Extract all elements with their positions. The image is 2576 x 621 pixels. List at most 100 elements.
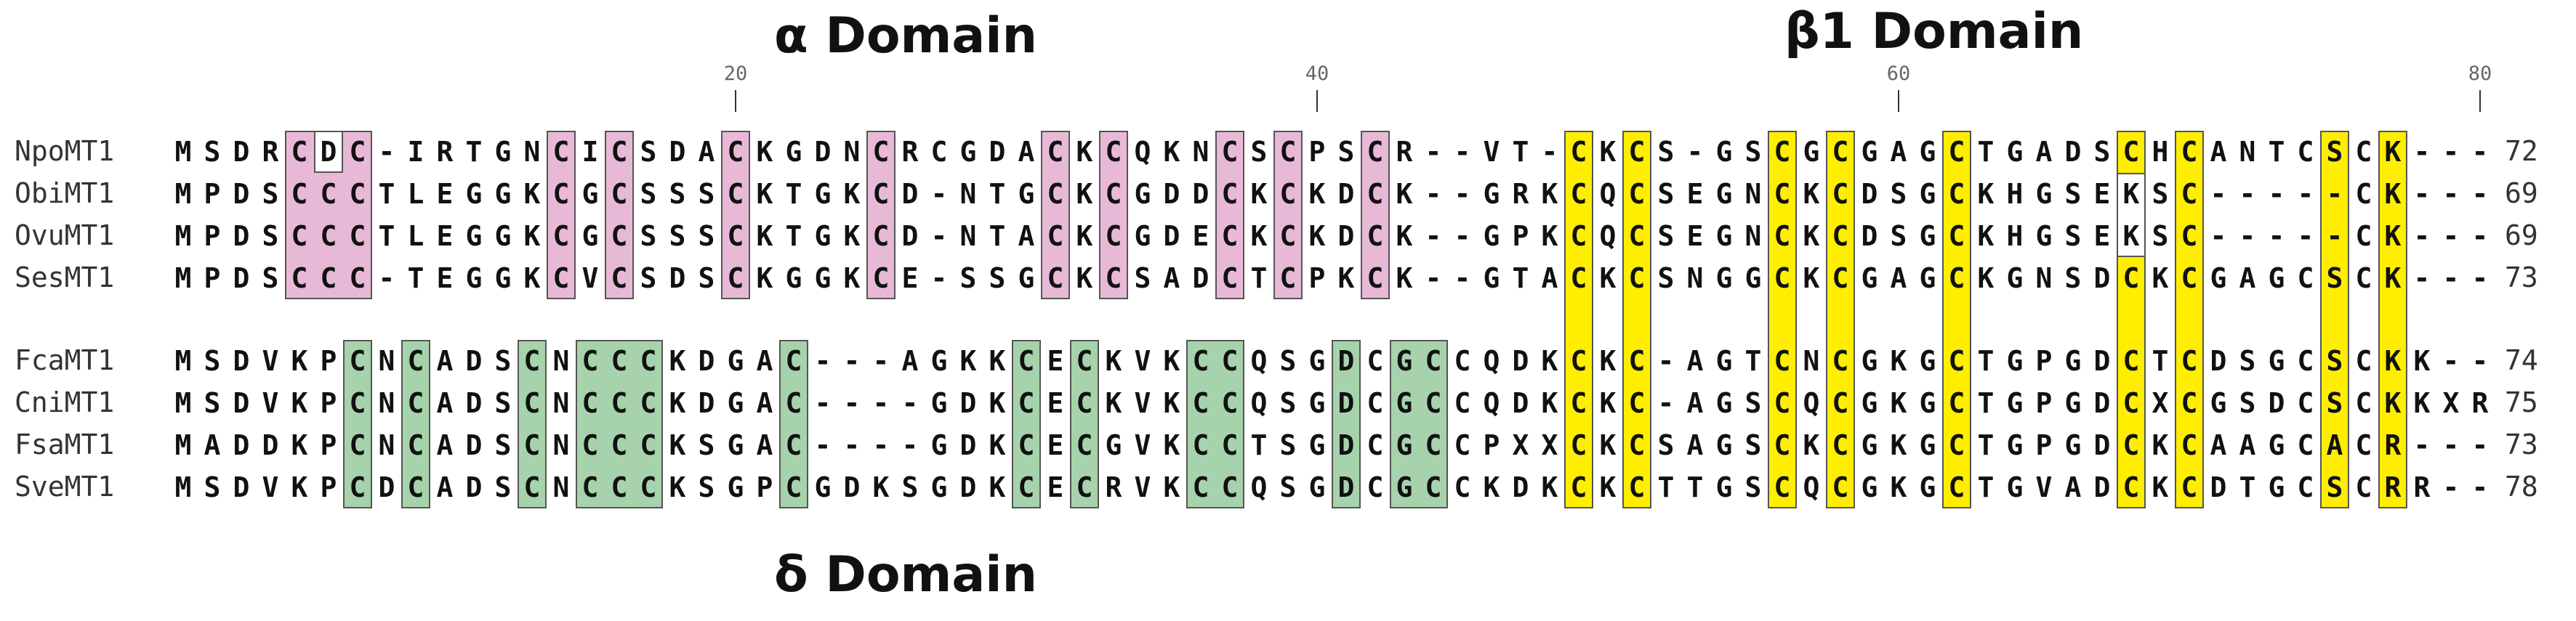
residue: T: [378, 178, 395, 210]
residue: P: [2035, 429, 2053, 461]
sequence-name: FcaMT1: [15, 344, 115, 376]
residue: C: [1948, 387, 1965, 419]
residue: K: [989, 387, 1006, 419]
residue: E: [1047, 429, 1064, 461]
residue: K: [1890, 429, 1907, 461]
residue: A: [2239, 429, 2256, 461]
residue: C: [2355, 471, 2372, 503]
residue: K: [1890, 471, 1907, 503]
residue: -: [2471, 136, 2489, 168]
residue: K: [989, 471, 1006, 503]
residue: C: [1279, 220, 1297, 252]
residue: V: [1134, 429, 1151, 461]
residue: G: [1396, 429, 1413, 461]
residue: T: [407, 262, 424, 294]
residue: C: [640, 429, 657, 461]
residue: K: [1396, 262, 1413, 294]
residue: -: [814, 345, 832, 377]
residue: S: [262, 178, 279, 210]
residue: G: [1134, 178, 1151, 210]
residue: C: [1832, 178, 1849, 210]
residue: C: [1425, 471, 1442, 503]
residue: G: [959, 136, 977, 168]
residue: C: [291, 220, 308, 252]
residue: G: [1308, 429, 1326, 461]
residue: K: [1977, 262, 1995, 294]
residue: A: [1686, 387, 1704, 419]
residue: C: [2122, 387, 2140, 419]
residue: -: [1454, 178, 1471, 210]
alpha-gap-cysteine-box: [314, 131, 343, 173]
residue: S: [1890, 220, 1907, 252]
residue: M: [174, 136, 192, 168]
residue: G: [1861, 136, 1878, 168]
residue: K: [291, 471, 308, 503]
alpha-cysteine-box: [1273, 131, 1303, 299]
residue: G: [1308, 471, 1326, 503]
residue: G: [2268, 429, 2285, 461]
residue: G: [1715, 471, 1733, 503]
residue: T: [1977, 387, 1995, 419]
delta-cysteine-box: [1012, 340, 1041, 508]
residue: D: [2268, 387, 2285, 419]
residue: -: [901, 387, 919, 419]
residue: S: [494, 429, 512, 461]
residue: G: [930, 387, 948, 419]
residue: -: [930, 220, 948, 252]
residue: S: [262, 262, 279, 294]
residue: K: [1541, 220, 1558, 252]
residue: T: [1744, 345, 1762, 377]
residue: N: [378, 345, 395, 377]
residue: N: [959, 178, 977, 210]
residue: S: [1279, 429, 1297, 461]
residue: C: [1279, 178, 1297, 210]
residue: -: [2210, 178, 2227, 210]
residue: K: [1396, 220, 1413, 252]
residue: D: [2064, 136, 2082, 168]
residue: A: [1686, 345, 1704, 377]
ruler-tick-mark: [2479, 90, 2481, 112]
residue: N: [552, 387, 570, 419]
residue: C: [2122, 345, 2140, 377]
residue: C: [1018, 471, 1035, 503]
sequence-name: SveMT1: [15, 471, 115, 503]
residue: D: [262, 429, 279, 461]
residue: K: [1105, 345, 1122, 377]
beta1-cysteine-box: [2378, 131, 2407, 508]
residue: -: [2471, 262, 2489, 294]
sequence-length: 69: [2505, 219, 2538, 251]
residue: T: [1657, 471, 1675, 503]
residue: K: [1890, 345, 1907, 377]
residue: G: [1308, 387, 1326, 419]
residue: K: [2384, 262, 2402, 294]
residue: C: [581, 345, 599, 377]
residue: C: [1454, 429, 1471, 461]
residue: A: [756, 387, 773, 419]
residue: C: [1948, 471, 1965, 503]
alpha-cysteine-box: [721, 131, 750, 299]
residue: C: [1221, 178, 1239, 210]
residue: P: [320, 387, 337, 419]
residue: D: [1163, 178, 1180, 210]
residue: K: [669, 387, 686, 419]
residue: C: [2355, 136, 2372, 168]
residue: C: [640, 471, 657, 503]
residue: T: [2268, 136, 2285, 168]
residue: G: [1396, 345, 1413, 377]
residue: T: [785, 178, 802, 210]
residue: -: [2442, 178, 2460, 210]
residue: K: [523, 220, 541, 252]
residue: K: [2384, 220, 2402, 252]
residue: C: [349, 220, 366, 252]
residue: C: [1047, 178, 1064, 210]
residue: C: [2297, 136, 2314, 168]
residue: K: [2152, 429, 2169, 461]
residue: D: [698, 345, 715, 377]
ruler-tick-label: 40: [1305, 62, 1329, 85]
residue: S: [1744, 387, 1762, 419]
residue: C: [1454, 471, 1471, 503]
residue: A: [2239, 262, 2256, 294]
